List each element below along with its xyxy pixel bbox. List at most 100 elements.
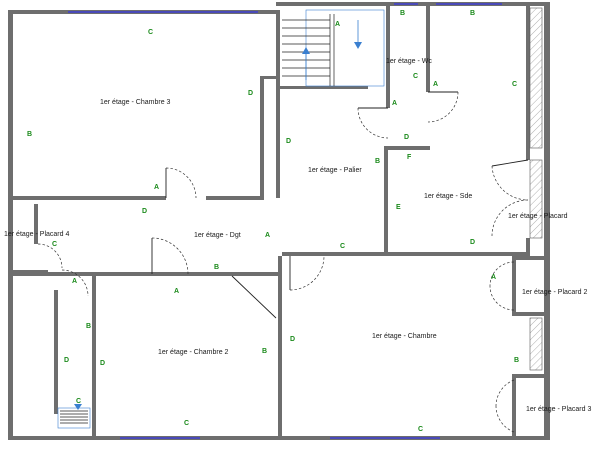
wall-placard4-right	[34, 204, 38, 244]
door-placard2	[489, 261, 515, 311]
wall-letter-d: D	[142, 208, 147, 215]
wall-letter-d: D	[248, 90, 253, 97]
wall-letter-c: C	[418, 426, 423, 433]
wall-letter-a: A	[491, 274, 496, 281]
wall-chambre3-bottom-right	[206, 196, 264, 200]
stair-treads	[282, 14, 335, 86]
room-labels: 1er étage - Chambre 3 1er étage - Palier…	[4, 58, 591, 413]
wall-top-stair	[276, 2, 388, 6]
room-label-placard3: 1er étage - Placard 3	[526, 406, 591, 413]
wall-left-upper	[8, 10, 13, 200]
wall-letter-d: D	[286, 138, 291, 145]
wall-letter-d: D	[470, 239, 475, 246]
door-chambre2	[151, 237, 189, 275]
wall-stair-bottom	[276, 86, 368, 89]
wall-letter-a: A	[433, 81, 438, 88]
wall-letter-b: B	[470, 10, 475, 17]
wall-letter-c: C	[76, 398, 81, 405]
doors	[37, 91, 529, 433]
wall-sde-bottom-right	[526, 238, 530, 258]
wall-placard4-bottom	[8, 270, 48, 273]
wall-chambre2-left	[92, 276, 96, 440]
wall-letter-c: C	[148, 29, 153, 36]
wall-chambre3-bottom	[8, 196, 166, 200]
door-dgt-diagonal	[231, 275, 277, 319]
wall-letter-c: C	[184, 420, 189, 427]
wall-letter-e: E	[396, 204, 401, 211]
wall-duct	[260, 76, 264, 198]
wall-letter-b: B	[514, 357, 519, 364]
wall-letters: C D B A A D B C B C A A D F B C E D D A …	[27, 10, 519, 433]
wall-letter-f: F	[407, 154, 412, 161]
wall-letter-b: B	[214, 264, 219, 271]
wall-letter-a: A	[265, 232, 270, 239]
wall-placard3-top	[512, 374, 550, 378]
wall-letter-d: D	[404, 134, 409, 141]
door-chambre3	[165, 167, 197, 199]
walls	[8, 2, 550, 440]
wall-letter-a: A	[174, 288, 179, 295]
wall-chambre-top	[282, 252, 530, 256]
room-label-placard2: 1er étage - Placard 2	[522, 289, 587, 296]
wall-chambre3-right	[276, 10, 280, 198]
wall-letter-c: C	[512, 81, 517, 88]
wall-chambre-right	[512, 256, 516, 312]
small-staircase	[57, 404, 91, 429]
windows	[68, 3, 502, 439]
wall-placard2-bottom	[512, 312, 550, 316]
wall-sde-right	[526, 2, 530, 160]
room-label-chambre2: 1er étage - Chambre 2	[158, 349, 229, 356]
hatch-sde	[529, 7, 543, 149]
wall-letter-b: B	[400, 10, 405, 17]
hatch-placard2	[529, 317, 543, 371]
wall-sde-left	[384, 146, 388, 252]
wall-letter-d: D	[290, 336, 295, 343]
wall-letter-b: B	[86, 323, 91, 330]
wall-letter-c: C	[413, 73, 418, 80]
room-label-placard: 1er étage - Placard	[508, 213, 568, 220]
wall-letter-c: C	[340, 243, 345, 250]
wall-left-corridor	[54, 290, 58, 414]
small-stair-arrow-icon	[74, 404, 82, 410]
wall-letter-b: B	[375, 158, 380, 165]
wall-letter-a: A	[154, 184, 159, 191]
room-label-dgt: 1er étage - Dgt	[194, 232, 241, 239]
wall-placard2-top	[512, 256, 550, 260]
wall-letter-a: A	[392, 100, 397, 107]
room-label-sde: 1er étage - Sde	[424, 193, 472, 200]
wall-letter-a: A	[72, 278, 77, 285]
wall-right	[544, 2, 550, 440]
stair-outline	[305, 9, 385, 87]
door-placard3	[495, 379, 515, 433]
wall-dgt-bottom-mid	[88, 272, 278, 276]
room-label-chambre: 1er étage - Chambre	[372, 333, 437, 340]
door-left-corridor	[61, 269, 89, 297]
wall-letter-d: D	[100, 360, 105, 367]
wall-letter-b: B	[27, 131, 32, 138]
wall-letter-b: B	[262, 348, 267, 355]
hatched-panels	[529, 7, 543, 371]
wall-chambre-right-lower	[512, 376, 516, 436]
wall-duct-top	[260, 76, 280, 79]
door-placard4	[37, 243, 63, 269]
room-label-placard4: 1er étage - Placard 4	[4, 231, 69, 238]
main-staircase	[282, 9, 385, 87]
hatch-placard	[529, 159, 543, 239]
stair-down-arrow-icon	[354, 20, 362, 49]
room-label-wc: 1er étage - Wc	[386, 58, 432, 65]
wall-dgt-bottom-left	[8, 272, 88, 276]
wall-letter-d: D	[64, 357, 69, 364]
room-label-palier: 1er étage - Palier	[308, 167, 362, 174]
wall-wc-left	[386, 2, 390, 108]
wall-wc-right	[426, 2, 430, 92]
door-wc-inner	[427, 91, 459, 123]
wall-letter-c: C	[52, 241, 57, 248]
door-placard	[491, 159, 529, 237]
room-label-chambre3: 1er étage - Chambre 3	[100, 99, 171, 106]
wall-letter-a: A	[335, 21, 340, 28]
stair-up-arrow-icon	[302, 47, 310, 80]
wall-wc-bottom	[386, 146, 430, 150]
wall-chambre-left	[278, 256, 282, 440]
door-wc	[357, 107, 389, 139]
